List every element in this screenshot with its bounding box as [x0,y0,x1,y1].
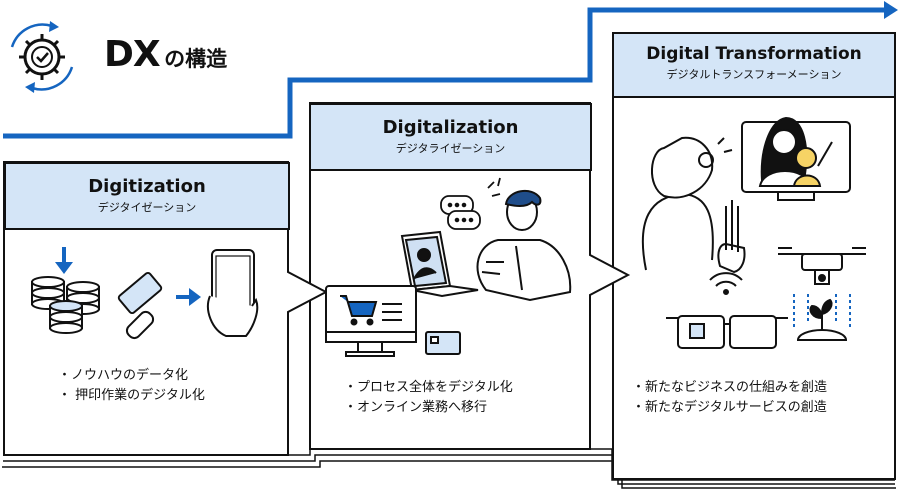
title-sub: の構造 [164,47,228,71]
download-arrow-icon [55,247,73,274]
stamp-icon [117,271,163,340]
database-icon [31,276,100,334]
laptop-icon [400,230,479,298]
video-call-icon [741,116,851,201]
smartphone-icon [207,249,259,337]
stage1-title: Digitization [88,176,206,197]
smart-glasses-icon [666,315,788,349]
growth-arrow-head [884,1,898,19]
stage1-subtitle: デジタイゼーション [97,201,197,214]
stage2-bullet-2: ・オンライン業務へ移行 [344,400,488,415]
page-title: DX の構造 [104,34,227,75]
stage3-subtitle: デジタルトランスフォーメーション [666,68,842,81]
stage1-header: Digitization デジタイゼーション [4,162,290,230]
businessman-icon [476,189,572,302]
drone-icon [778,247,866,285]
gear-check-icon [10,21,74,93]
shopping-cart-icon [325,285,417,357]
stack-shadow-line-2 [3,454,895,485]
stage2-header: Digitalization デジタライゼーション [309,103,592,171]
sprout-icon [793,294,851,341]
title-main: DX [104,34,161,75]
stage3-bullet-1: ・新たなビジネスの仕組みを創造 [632,380,828,395]
elderly-man-icon [641,136,746,274]
stage3-title: Digital Transformation [646,44,862,64]
arrow-right-icon [176,288,201,306]
growth-staircase-line [3,7,886,139]
stage2-bullet-1: ・プロセス全体をデジタル化 [344,380,513,395]
stage1-bullet-1: ・ノウハウのデータ化 [58,368,189,383]
credit-card-icon [425,331,461,355]
stage2-title: Digitalization [382,117,519,138]
stage2-subtitle: デジタライゼーション [395,142,506,155]
stage3-bullet-2: ・新たなデジタルサービスの創造 [632,400,827,415]
stage1-bullet-2: ・ 押印作業のデジタル化 [58,388,205,403]
wifi-icon [709,272,743,295]
chat-bubbles-icon [440,177,501,230]
stack-shadow-line-3 [2,460,896,489]
stage3-header: Digital Transformation デジタルトランスフォーメーション [612,32,896,98]
